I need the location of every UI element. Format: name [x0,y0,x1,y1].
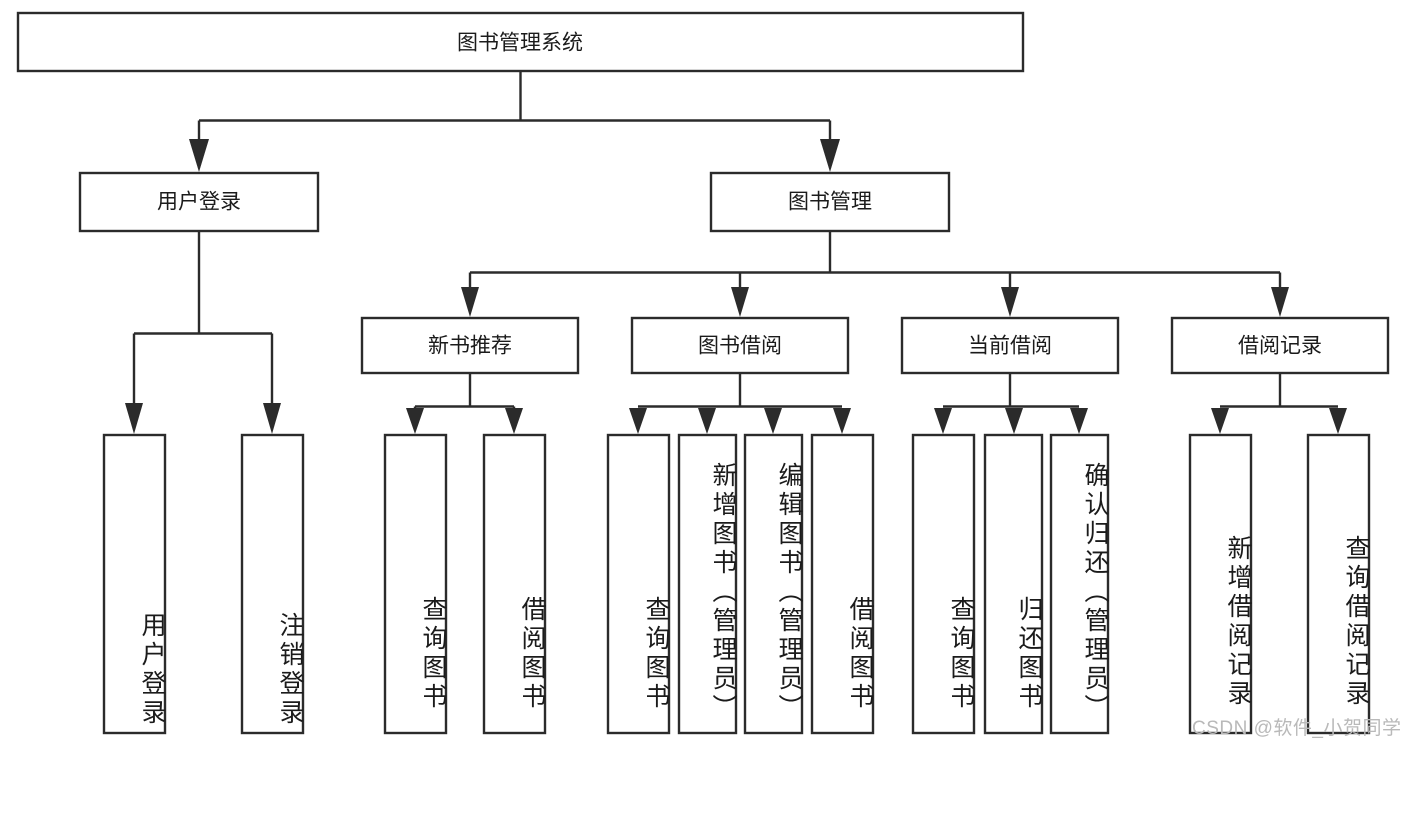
arrowhead-book-borrow [731,287,749,317]
connector-group-current-borrow [934,373,1088,434]
connector-group-root [189,71,840,172]
node-new-book-recommend[interactable]: 新书推荐 [360,316,580,375]
csdn-watermark: CSDN @软件_小贺同学 [1192,718,1402,739]
node-leaf-user-login-box[interactable] [102,433,167,735]
node-leaf-confirm-return-box[interactable] [1049,433,1110,735]
node-leaf-query-book-cur-box[interactable] [911,433,976,735]
node-borrow-record-box[interactable] [1170,316,1390,375]
arrowhead-borrow-record [1271,287,1289,317]
arrowhead-leaf-edit-book [764,408,782,434]
node-leaf-return-book-box[interactable] [983,433,1044,735]
node-leaf-query-book-rec-box[interactable] [383,433,448,735]
arrowhead-leaf-query-book-borrow [629,408,647,434]
flowchart-svg: 图书管理系统 用户登录 图书管理 新书推荐 图书借阅 当前借阅 借阅记录 [16,11,1390,735]
node-book-borrow-box[interactable] [630,316,850,375]
flowchart-canvas: 图书管理系统 用户登录 图书管理 新书推荐 图书借阅 当前借阅 借阅记录 [16,11,1402,739]
node-leaf-borrow-book-box[interactable] [810,433,875,735]
arrowhead-leaf-query-book-cur [934,408,952,434]
node-book-borrow-label: 图书借阅 [698,335,782,358]
node-book-borrow[interactable]: 图书借阅 [630,316,850,375]
arrowhead-new-book-recommend [461,287,479,317]
arrowhead-book-manage [820,139,840,172]
node-borrow-record-label: 借阅记录 [1238,335,1322,358]
arrowhead-leaf-return-book [1005,408,1023,434]
connector-group-new-book-recommend [406,373,523,434]
arrowhead-current-borrow [1001,287,1019,317]
arrowhead-leaf-confirm-return [1070,408,1088,434]
node-leaf-add-record-box[interactable] [1188,433,1253,735]
node-leaf-query-book-borrow-box[interactable] [606,433,671,735]
node-leaf-borrow-book-rec-box[interactable] [482,433,547,735]
connector-group-book-borrow [629,373,851,434]
node-book-manage-box[interactable] [709,171,951,233]
node-user-login-label: 用户登录 [157,191,241,214]
arrowhead-leaf-add-book [698,408,716,434]
node-leaf-edit-book-box[interactable] [743,433,804,735]
node-current-borrow[interactable]: 当前借阅 [900,316,1120,375]
arrowhead-leaf-logout [263,403,281,434]
arrowhead-leaf-query-record [1329,408,1347,434]
node-current-borrow-box[interactable] [900,316,1120,375]
node-new-book-recommend-label: 新书推荐 [428,335,512,358]
connector-group-book-manage [461,231,1289,317]
arrowhead-leaf-query-book-rec [406,408,424,434]
connector-group-user-login [125,231,281,434]
arrowhead-leaf-add-record [1211,408,1229,434]
leaf-boxes [102,433,1371,735]
node-borrow-record[interactable]: 借阅记录 [1170,316,1390,375]
node-current-borrow-label: 当前借阅 [968,335,1052,358]
node-book-manage-label: 图书管理 [788,191,872,214]
node-root[interactable]: 图书管理系统 [16,11,1025,73]
node-root-box[interactable] [16,11,1025,73]
arrowhead-leaf-borrow-book-rec [505,408,523,434]
node-leaf-add-book-box[interactable] [677,433,738,735]
arrowhead-user-login [189,139,209,172]
arrowhead-leaf-borrow-book [833,408,851,434]
arrowhead-leaf-user-login [125,403,143,434]
node-new-book-recommend-box[interactable] [360,316,580,375]
node-user-login-box[interactable] [78,171,320,233]
node-user-login[interactable]: 用户登录 [78,171,320,233]
node-root-label: 图书管理系统 [457,32,583,55]
node-book-manage[interactable]: 图书管理 [709,171,951,233]
connector-group-borrow-record [1211,373,1347,434]
node-leaf-query-record-box[interactable] [1306,433,1371,735]
node-leaf-logout-box[interactable] [240,433,305,735]
